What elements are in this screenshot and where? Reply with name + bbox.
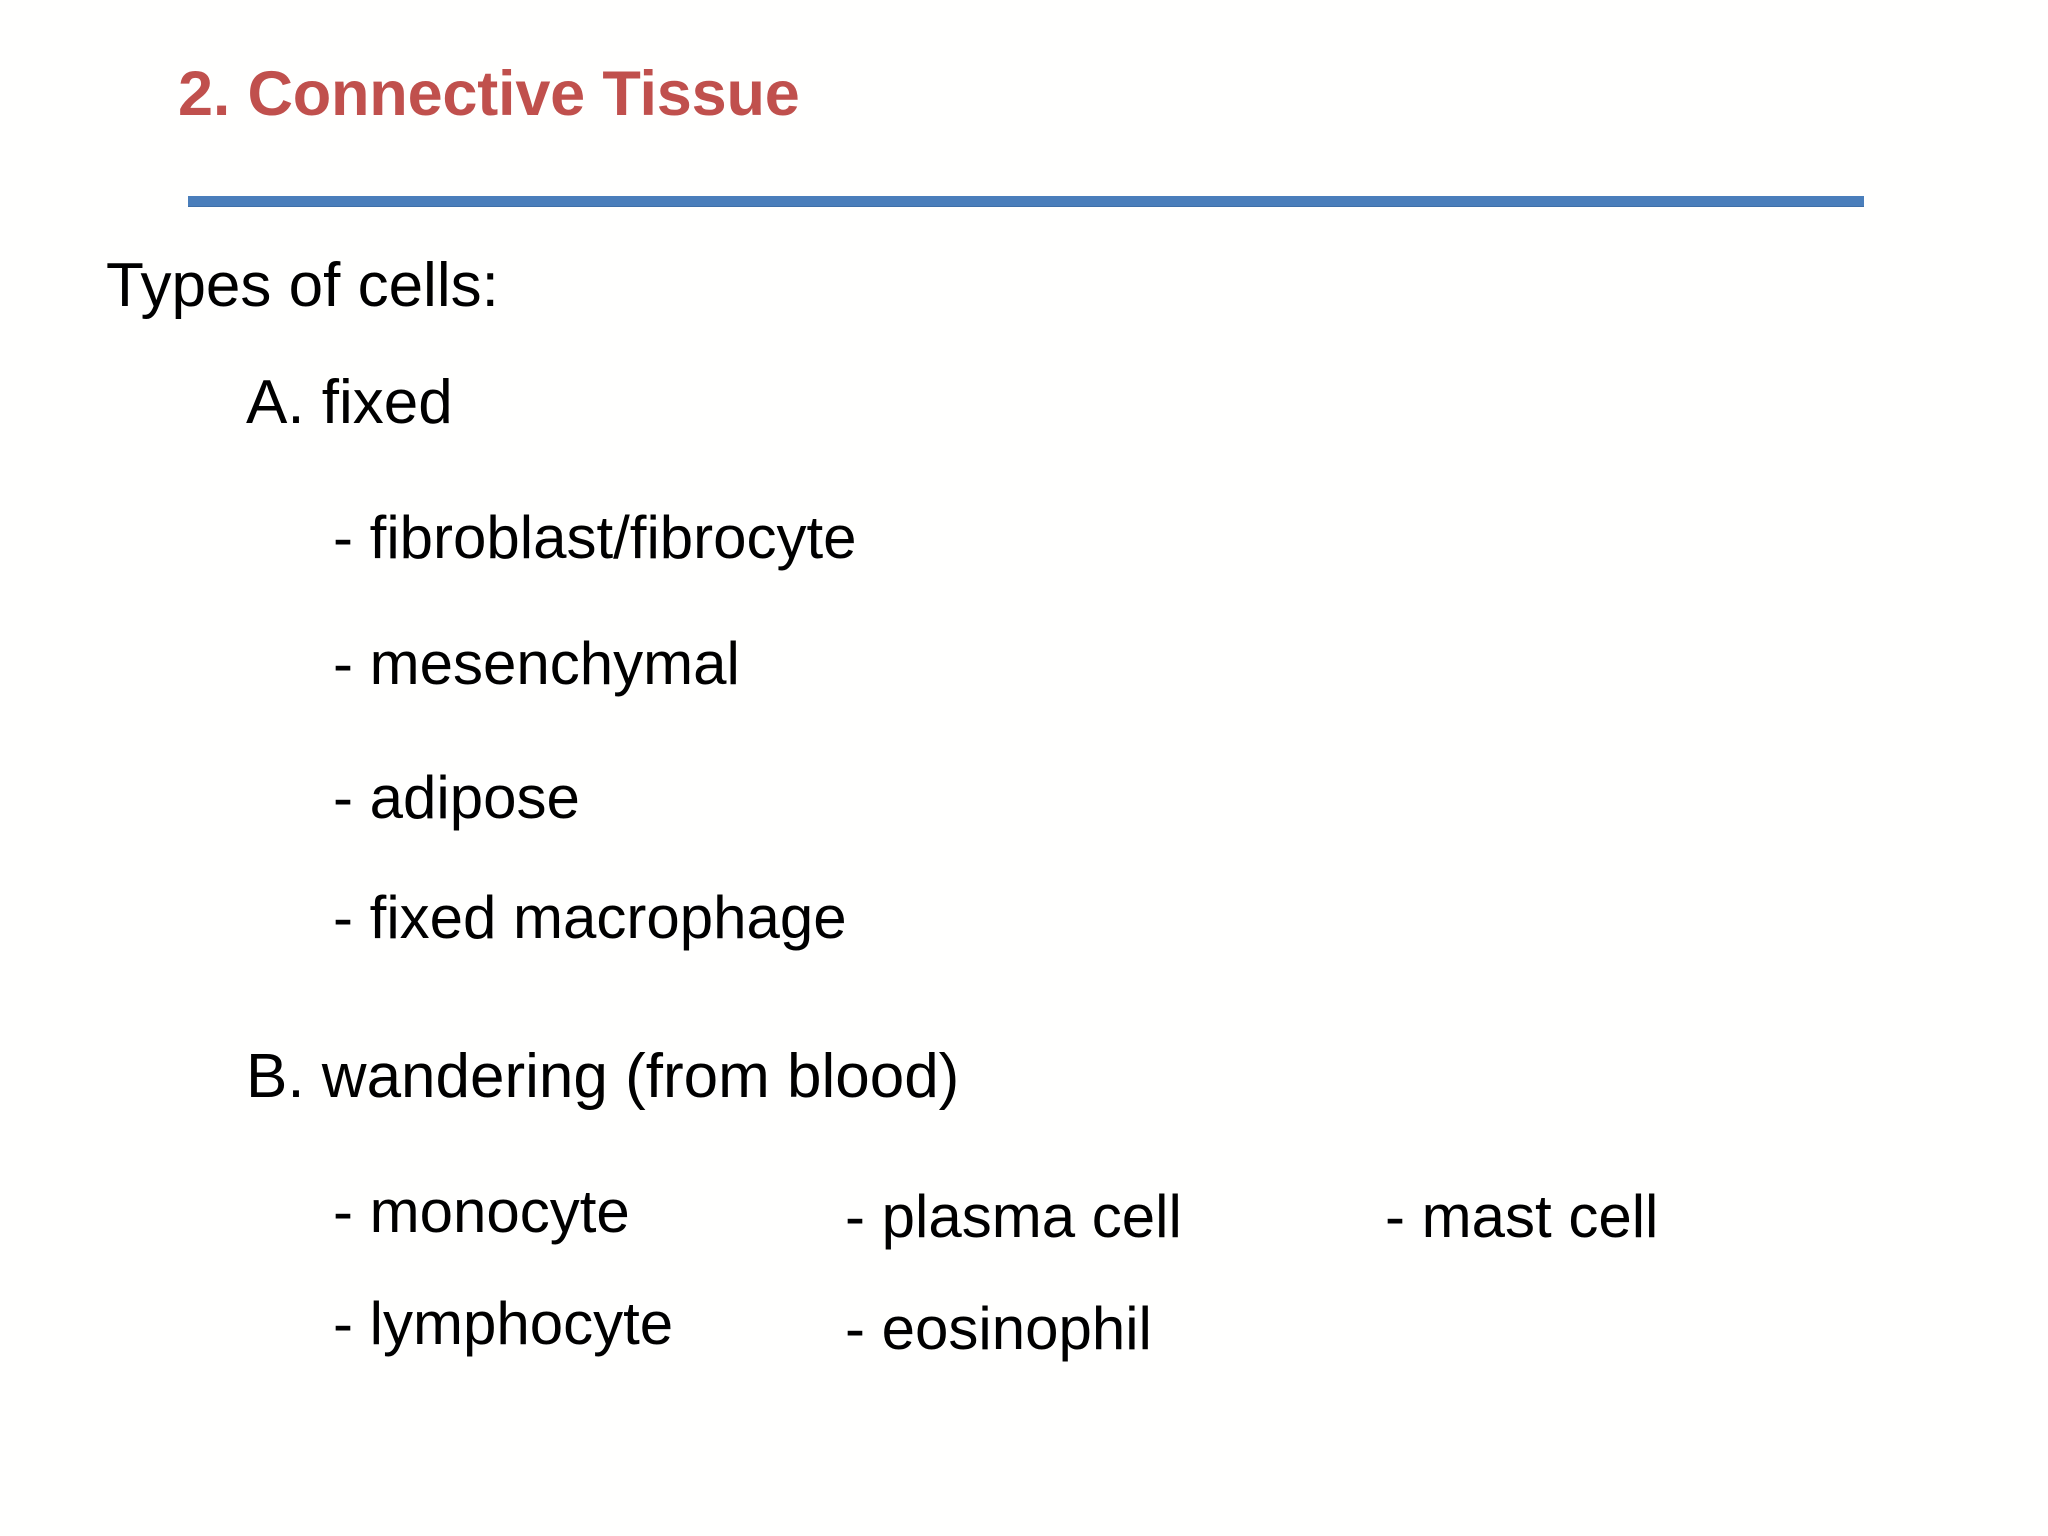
list-item: - mast cell xyxy=(1385,1183,1659,1250)
section-a-label: A. fixed xyxy=(246,368,453,437)
list-item: - plasma cell xyxy=(845,1183,1182,1250)
page-title: 2. Connective Tissue xyxy=(178,59,800,129)
list-item: - fibroblast/fibrocyte xyxy=(333,504,857,571)
list-item: - monocyte xyxy=(333,1178,630,1245)
section-b-label: B. wandering (from blood) xyxy=(246,1042,960,1111)
list-item: - lymphocyte xyxy=(333,1290,674,1357)
list-item: - fixed macrophage xyxy=(333,884,847,951)
body-heading: Types of cells: xyxy=(106,251,499,320)
list-item: - eosinophil xyxy=(845,1295,1152,1362)
list-item: - adipose xyxy=(333,764,580,831)
title-underline-rule xyxy=(188,196,1864,207)
list-item: - mesenchymal xyxy=(333,630,740,697)
